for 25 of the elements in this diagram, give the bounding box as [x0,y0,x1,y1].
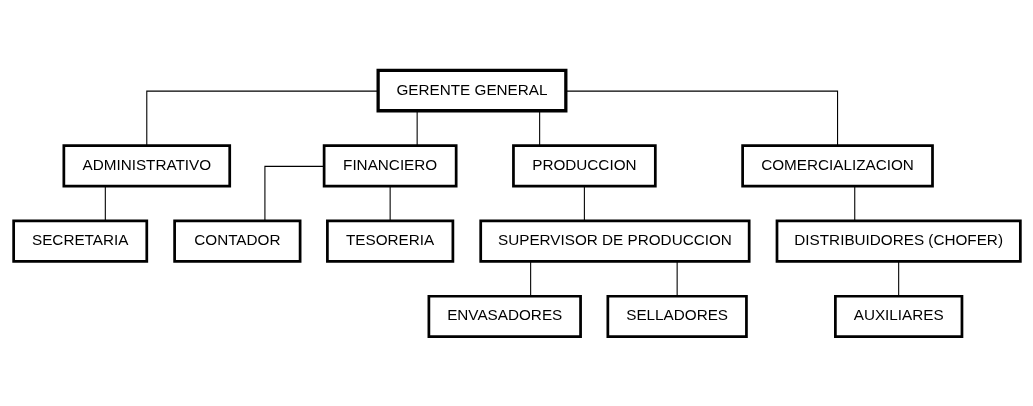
connector [583,185,585,221]
node-box: COMERCIALIZACION [740,143,934,187]
connector [853,185,855,221]
node-box: FINANCIERO [322,143,458,187]
connector [145,90,378,146]
connector [897,260,899,296]
connector [676,260,678,296]
connector [389,185,391,221]
node-box: DISTRIBUIDORES (CHOFER) [775,219,1022,263]
node-box: CONTADOR [172,219,301,263]
connector [529,260,531,296]
node-box: ADMINISTRATIVO [62,143,231,187]
node-box: GERENTE GENERAL [376,68,567,112]
node-box: AUXILIARES [833,294,963,338]
node-box: TESORERIA [325,219,454,263]
node-box: SELLADORES [606,294,748,338]
node-box: SECRETARIA [11,219,148,263]
connector [416,110,418,146]
node-box: SUPERVISOR DE PRODUCCION [478,219,751,263]
connector [104,185,106,221]
node-box: PRODUCCION [511,143,657,187]
connector [565,90,838,146]
connector [538,110,540,146]
node-box: ENVASADORES [427,294,582,338]
connector [263,165,324,221]
